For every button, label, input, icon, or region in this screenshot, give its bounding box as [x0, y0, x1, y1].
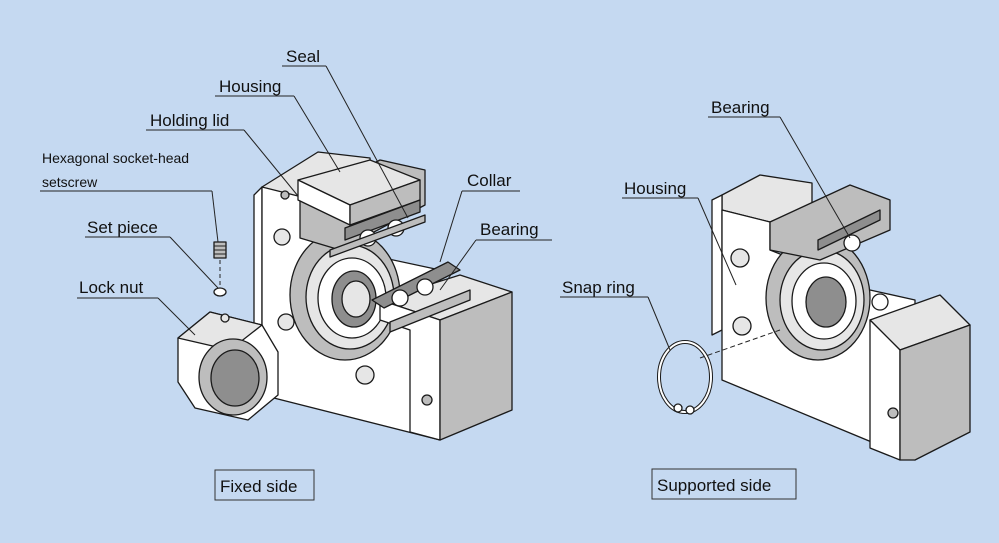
holding-lid-drawing [297, 159, 421, 226]
label-holding-lid: Holding lid [150, 111, 229, 130]
supported-side-assembly: Bearing Housing Snap ring Supported side [560, 98, 971, 500]
snap-ring-drawing [657, 340, 713, 415]
label-setscrew-line2: setscrew [42, 174, 98, 190]
label-snap-ring: Snap ring [562, 278, 635, 297]
lock-nut-drawing [177, 311, 279, 421]
fixed-side-assembly: Seal Housing Holding lid Hexagonal socke… [40, 47, 552, 501]
lower-bearing-drawing [371, 261, 471, 333]
label-set-piece: Set piece [87, 218, 158, 237]
label-bearing-supported: Bearing [711, 98, 770, 117]
label-lock-nut: Lock nut [79, 278, 144, 297]
label-seal: Seal [286, 47, 320, 66]
supported-leader-lines [560, 116, 851, 351]
label-housing-supported: Housing [624, 179, 686, 198]
label-setscrew-line1: Hexagonal socket-head [42, 150, 189, 166]
set-piece-drawing [213, 287, 227, 297]
caption-supported-side: Supported side [657, 476, 771, 495]
caption-fixed-side: Fixed side [220, 477, 297, 496]
caption-box-fixed [214, 469, 315, 501]
supported-housing-drawing [699, 174, 971, 461]
label-housing-fixed: Housing [219, 77, 281, 96]
label-collar: Collar [467, 171, 512, 190]
fixed-housing-drawing [253, 151, 513, 441]
upper-bearing-drawing [329, 199, 426, 258]
setscrew-drawing [213, 241, 227, 259]
label-bearing-fixed: Bearing [480, 220, 539, 239]
fixed-leader-lines [40, 65, 552, 336]
caption-box-supported [651, 468, 797, 500]
